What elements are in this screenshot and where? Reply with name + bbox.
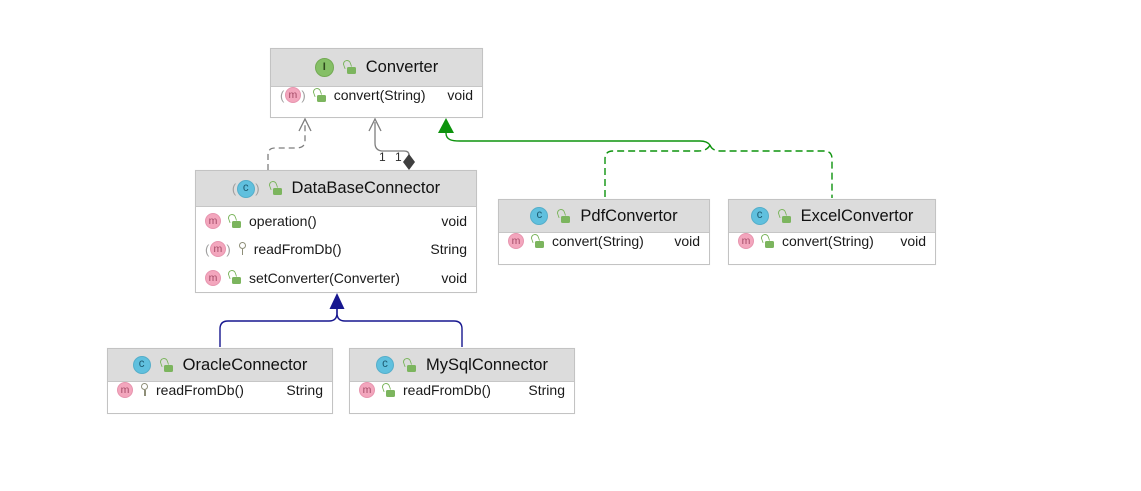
method-signature: operation() (249, 213, 317, 230)
class-icon: c (132, 356, 151, 374)
class-header: c MySqlConnector (350, 349, 574, 382)
method-return-type: void (900, 233, 926, 249)
class-header: c OracleConnector (108, 349, 332, 382)
method-signature: convert(String) (333, 87, 426, 103)
abstract-class-icon: c (232, 179, 260, 198)
class-node-oracleconnector[interactable]: c OracleConnector m readFromDb() String (107, 348, 333, 414)
class-title: PdfConvertor (580, 206, 678, 225)
class-title: ExcelConvertor (800, 206, 914, 225)
public-lock-icon (557, 210, 571, 223)
method-row[interactable]: m setConverter(Converter) void (196, 263, 476, 292)
class-header: c PdfConvertor (499, 200, 709, 233)
abstract-method-icon: m (205, 241, 231, 258)
class-title: MySqlConnector (426, 355, 548, 374)
implements-arrowhead-icon (438, 118, 454, 133)
method-signature: readFromDb() (403, 382, 491, 398)
class-icon: c (530, 207, 549, 225)
method-return-type: void (674, 233, 700, 249)
public-lock-icon (343, 61, 357, 74)
public-lock-icon (313, 89, 327, 102)
method-return-type: void (441, 213, 467, 230)
multiplicity-label: 1 (395, 150, 402, 164)
class-node-mysqlconnector[interactable]: c MySqlConnector m readFromDb() String (349, 348, 575, 414)
open-arrowhead-icon (368, 117, 382, 132)
class-node-databaseconnector[interactable]: c DataBaseConnector m operation() void m… (195, 170, 477, 293)
class-title: DataBaseConnector (291, 179, 441, 197)
method-icon: m (508, 233, 524, 249)
multiplicity-label: 1 (379, 150, 386, 164)
method-icon: m (205, 213, 221, 230)
inheritance-arrowhead-icon (329, 293, 345, 309)
method-signature: setConverter(Converter) (249, 269, 400, 286)
class-node-converter[interactable]: I Converter m convert(String) void (270, 48, 483, 118)
method-row[interactable]: m convert(String) void (499, 233, 709, 249)
method-signature: convert(String) (552, 233, 644, 249)
method-row[interactable]: m readFromDb() String (108, 382, 332, 398)
class-header: c DataBaseConnector (196, 171, 476, 207)
method-icon: m (117, 382, 133, 398)
class-title: OracleConnector (182, 355, 308, 374)
method-row[interactable]: m operation() void (196, 207, 476, 236)
method-return-type: String (528, 382, 565, 398)
protected-key-icon (238, 242, 247, 256)
method-return-type: void (447, 87, 473, 103)
method-row[interactable]: m readFromDb() String (350, 382, 574, 398)
method-icon: m (359, 382, 375, 398)
public-lock-icon (382, 384, 396, 397)
method-signature: convert(String) (782, 233, 874, 249)
class-node-excelconvertor[interactable]: c ExcelConvertor m convert(String) void (728, 199, 936, 265)
implements-edge-pdfconvertor[interactable] (604, 144, 711, 198)
class-header: I Converter (271, 49, 482, 87)
method-return-type: void (441, 269, 467, 286)
public-lock-icon (778, 210, 792, 223)
interface-icon: I (314, 58, 334, 77)
abstract-method-icon: m (280, 87, 306, 103)
public-lock-icon (403, 359, 417, 372)
class-title: Converter (365, 58, 439, 76)
open-arrowhead-icon (298, 117, 312, 132)
method-icon: m (205, 269, 221, 286)
aggregation-edge-converter-to-databaseconnector[interactable] (374, 122, 410, 156)
class-node-pdfconvertor[interactable]: c PdfConvertor m convert(String) void (498, 199, 710, 265)
method-icon: m (738, 233, 754, 249)
method-row[interactable]: m convert(String) void (729, 233, 935, 249)
class-header: c ExcelConvertor (729, 200, 935, 233)
inheritance-edge-mysqlconnector[interactable] (336, 309, 463, 347)
public-lock-icon (160, 359, 174, 372)
class-icon: c (376, 356, 394, 374)
public-lock-icon (269, 182, 283, 195)
public-lock-icon (228, 215, 242, 228)
protected-key-icon (140, 383, 149, 397)
aggregation-diamond-icon (403, 154, 415, 170)
public-lock-icon (228, 271, 242, 285)
method-return-type: String (286, 382, 323, 398)
implements-edge-trunk[interactable] (445, 132, 711, 146)
public-lock-icon (761, 235, 775, 248)
method-row[interactable]: m convert(String) void (271, 87, 482, 103)
method-row[interactable]: m readFromDb() String (196, 235, 476, 264)
method-signature: readFromDb() (156, 382, 244, 398)
method-signature: readFromDb() (253, 241, 342, 258)
inheritance-edge-oracleconnector[interactable] (219, 309, 338, 347)
public-lock-icon (531, 235, 545, 248)
implements-edge-excelconvertor[interactable] (709, 144, 833, 198)
method-return-type: String (430, 241, 467, 258)
class-icon: c (750, 207, 769, 225)
